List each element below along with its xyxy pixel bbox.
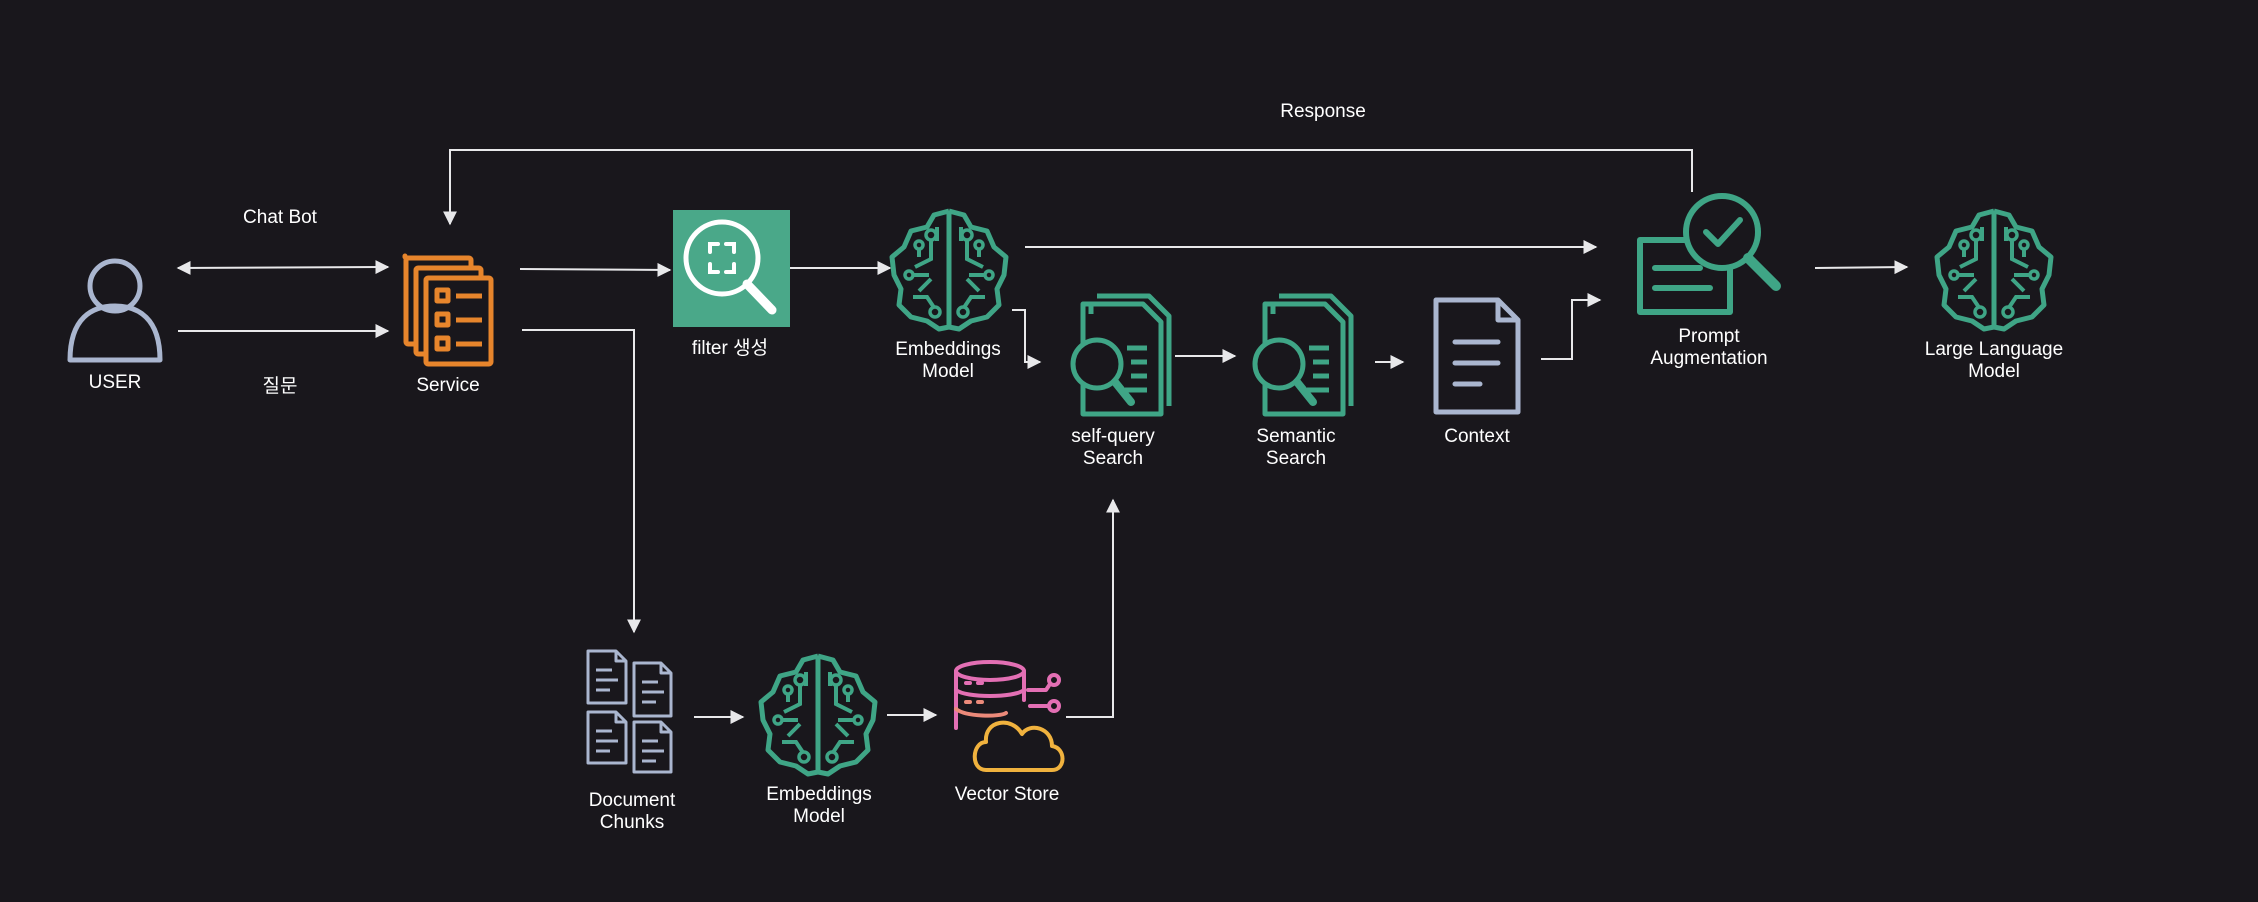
context-label: Context <box>1444 426 1510 447</box>
edge-label-question: 질문 <box>263 375 298 397</box>
edge-label-chatbot: Chat Bot <box>243 207 318 228</box>
magnifier-scan-icon <box>683 219 777 315</box>
embeddings-bottom-label-2: Model <box>793 806 845 827</box>
prompt-node: Prompt Augmentation <box>1637 193 1781 369</box>
service-list-icon <box>402 253 494 367</box>
document-search-icon <box>1255 296 1351 414</box>
vector-store-node: Vector Store <box>954 660 1065 805</box>
embeddings-bottom-label-1: Embeddings <box>766 784 872 805</box>
vector-store-label: Vector Store <box>955 784 1060 805</box>
service-node: Service <box>402 253 494 396</box>
selfquery-node: self-query Search <box>1071 296 1169 469</box>
edge-chatbot <box>176 260 390 275</box>
document-search-icon <box>1073 296 1169 414</box>
brain-circuit-icon <box>1937 211 2051 329</box>
embeddings-top-label-2: Model <box>922 361 974 382</box>
semantic-label-2: Search <box>1266 448 1326 469</box>
llm-label-2: Model <box>1968 361 2020 382</box>
embeddings-top-node: Embeddings Model <box>892 211 1006 382</box>
edge-vector-selfquery <box>1066 498 1120 718</box>
embeddings-bottom-node: Embeddings Model <box>761 656 875 827</box>
prompt-label-2: Augmentation <box>1650 348 1767 369</box>
service-label: Service <box>416 375 479 396</box>
edge-service-filter <box>519 262 672 277</box>
edges <box>176 149 1909 724</box>
selfquery-label-1: self-query <box>1071 426 1155 447</box>
semantic-label-1: Semantic <box>1256 426 1335 447</box>
edge-prompt-llm <box>1814 260 1909 275</box>
filter-node: filter 생성 <box>673 210 790 359</box>
filter-label: filter 생성 <box>692 337 768 359</box>
user-icon <box>67 258 163 363</box>
embeddings-top-label-1: Embeddings <box>895 339 1001 360</box>
llm-node: Large Language Model <box>1925 211 2063 382</box>
edge-label-response: Response <box>1280 101 1366 122</box>
prompt-label-1: Prompt <box>1678 326 1740 347</box>
edge-embeddings-selfquery <box>1012 309 1042 369</box>
user-label: USER <box>89 372 142 393</box>
database-cloud-icon <box>954 660 1065 772</box>
doc-chunks-label-1: Document <box>589 790 676 811</box>
edge-context-prompt <box>1541 293 1602 360</box>
doc-chunks-label-2: Chunks <box>600 812 664 833</box>
edge-service-chunks <box>522 329 641 634</box>
semantic-node: Semantic Search <box>1255 296 1351 469</box>
document-stack-icon <box>586 649 673 774</box>
brain-circuit-icon <box>761 656 875 774</box>
edge-response <box>443 149 1693 226</box>
context-node: Context <box>1433 297 1521 447</box>
selfquery-label-2: Search <box>1083 448 1143 469</box>
document-icon <box>1433 297 1521 415</box>
user-node: USER <box>67 258 163 393</box>
doc-chunks-node: Document Chunks <box>586 649 676 833</box>
brain-circuit-icon <box>892 211 1006 329</box>
document-check-search-icon <box>1637 193 1781 315</box>
llm-label-1: Large Language <box>1925 339 2063 360</box>
